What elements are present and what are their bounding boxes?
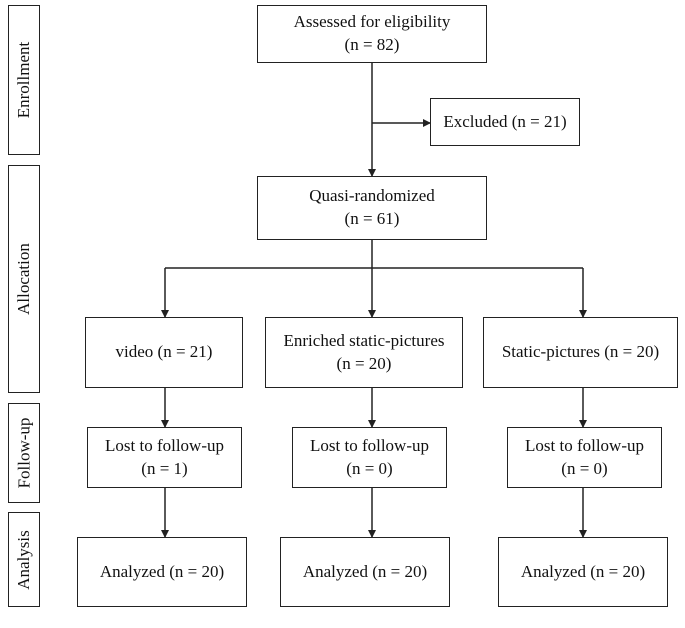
excluded-label: Excluded (n = 21) (443, 111, 567, 131)
assessed-label: Assessed for eligibility (293, 12, 451, 32)
randomized-label: Quasi-randomized (309, 186, 435, 206)
lost-static-count: (n = 0) (561, 458, 608, 478)
allocation-box-static: Static-pictures (n = 20) (483, 317, 678, 388)
stage-analysis-text: Analysis (14, 529, 33, 590)
stage-label-enrollment: Enrollment (8, 5, 40, 155)
randomized-box: Quasi-randomized (n = 61) (257, 176, 487, 240)
lost-video-count: (n = 1) (141, 458, 188, 478)
lost-video-label: Lost to follow-up (105, 435, 224, 455)
assessed-count: (n = 82) (344, 35, 400, 54)
randomized-count: (n = 61) (344, 209, 400, 228)
lost-box-enriched: Lost to follow-up (n = 0) (292, 427, 447, 488)
stage-enrollment-text: Enrollment (14, 41, 34, 119)
analyzed-video-label: Analyzed (n = 20) (99, 561, 225, 581)
analyzed-box-static: Analyzed (n = 20) (498, 537, 668, 607)
analyzed-box-enriched: Analyzed (n = 20) (280, 537, 450, 607)
allocation-box-enriched: Enriched static-pictures (n = 20) (265, 317, 463, 388)
analyzed-enriched-label: Analyzed (n = 20) (302, 561, 428, 581)
lost-box-static: Lost to follow-up (n = 0) (507, 427, 662, 488)
analyzed-static-label: Analyzed (n = 20) (520, 561, 646, 581)
lost-enriched-count: (n = 0) (346, 458, 393, 478)
lost-enriched-label: Lost to follow-up (310, 435, 429, 455)
allocation-box-video: video (n = 21) (85, 317, 243, 388)
allocation-static-line1: Static-pictures (n = 20) (501, 342, 660, 362)
lost-box-video: Lost to follow-up (n = 1) (87, 427, 242, 488)
stage-allocation-text: Allocation (14, 243, 34, 315)
stage-followup-text: Follow-up (14, 417, 33, 489)
allocation-enriched-line2: (n = 20) (336, 353, 392, 373)
lost-static-label: Lost to follow-up (525, 435, 644, 455)
allocation-video-line1: video (n = 21) (115, 342, 213, 362)
stage-label-followup: Follow-up (8, 403, 40, 503)
assessed-box: Assessed for eligibility (n = 82) (257, 5, 487, 63)
analyzed-box-video: Analyzed (n = 20) (77, 537, 247, 607)
allocation-enriched-line1: Enriched static-pictures (283, 330, 445, 350)
excluded-box: Excluded (n = 21) (430, 98, 580, 146)
stage-label-allocation: Allocation (8, 165, 40, 393)
stage-label-analysis: Analysis (8, 512, 40, 607)
